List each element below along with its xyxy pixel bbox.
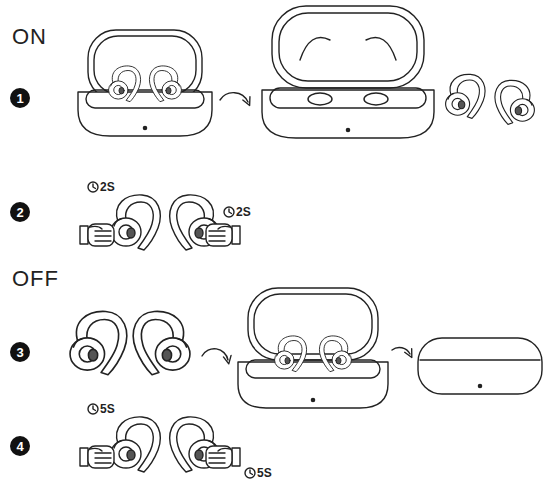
earbuds xyxy=(70,311,190,374)
earbuds-press xyxy=(80,182,240,250)
charging-case-closed xyxy=(418,338,542,394)
charging-case-open xyxy=(238,288,388,408)
curved-arrow xyxy=(202,349,228,360)
duration-label: 2S xyxy=(100,181,115,193)
callout-number: 4 xyxy=(10,436,30,456)
curved-arrow xyxy=(392,347,410,354)
charging-case-open xyxy=(78,30,212,136)
section-heading: OFF xyxy=(12,268,59,290)
callout-number: 2 xyxy=(10,202,30,222)
earbuds-press xyxy=(80,404,255,478)
earbuds xyxy=(446,74,535,124)
callout-number: 1 xyxy=(10,88,30,108)
curved-arrow xyxy=(220,93,248,102)
callout-number: 3 xyxy=(10,342,30,362)
duration-label: 5S xyxy=(257,467,272,479)
duration-label: 2S xyxy=(236,206,251,218)
section-heading: ON xyxy=(12,26,47,48)
duration-label: 5S xyxy=(100,403,115,415)
charging-case-empty xyxy=(262,6,434,138)
